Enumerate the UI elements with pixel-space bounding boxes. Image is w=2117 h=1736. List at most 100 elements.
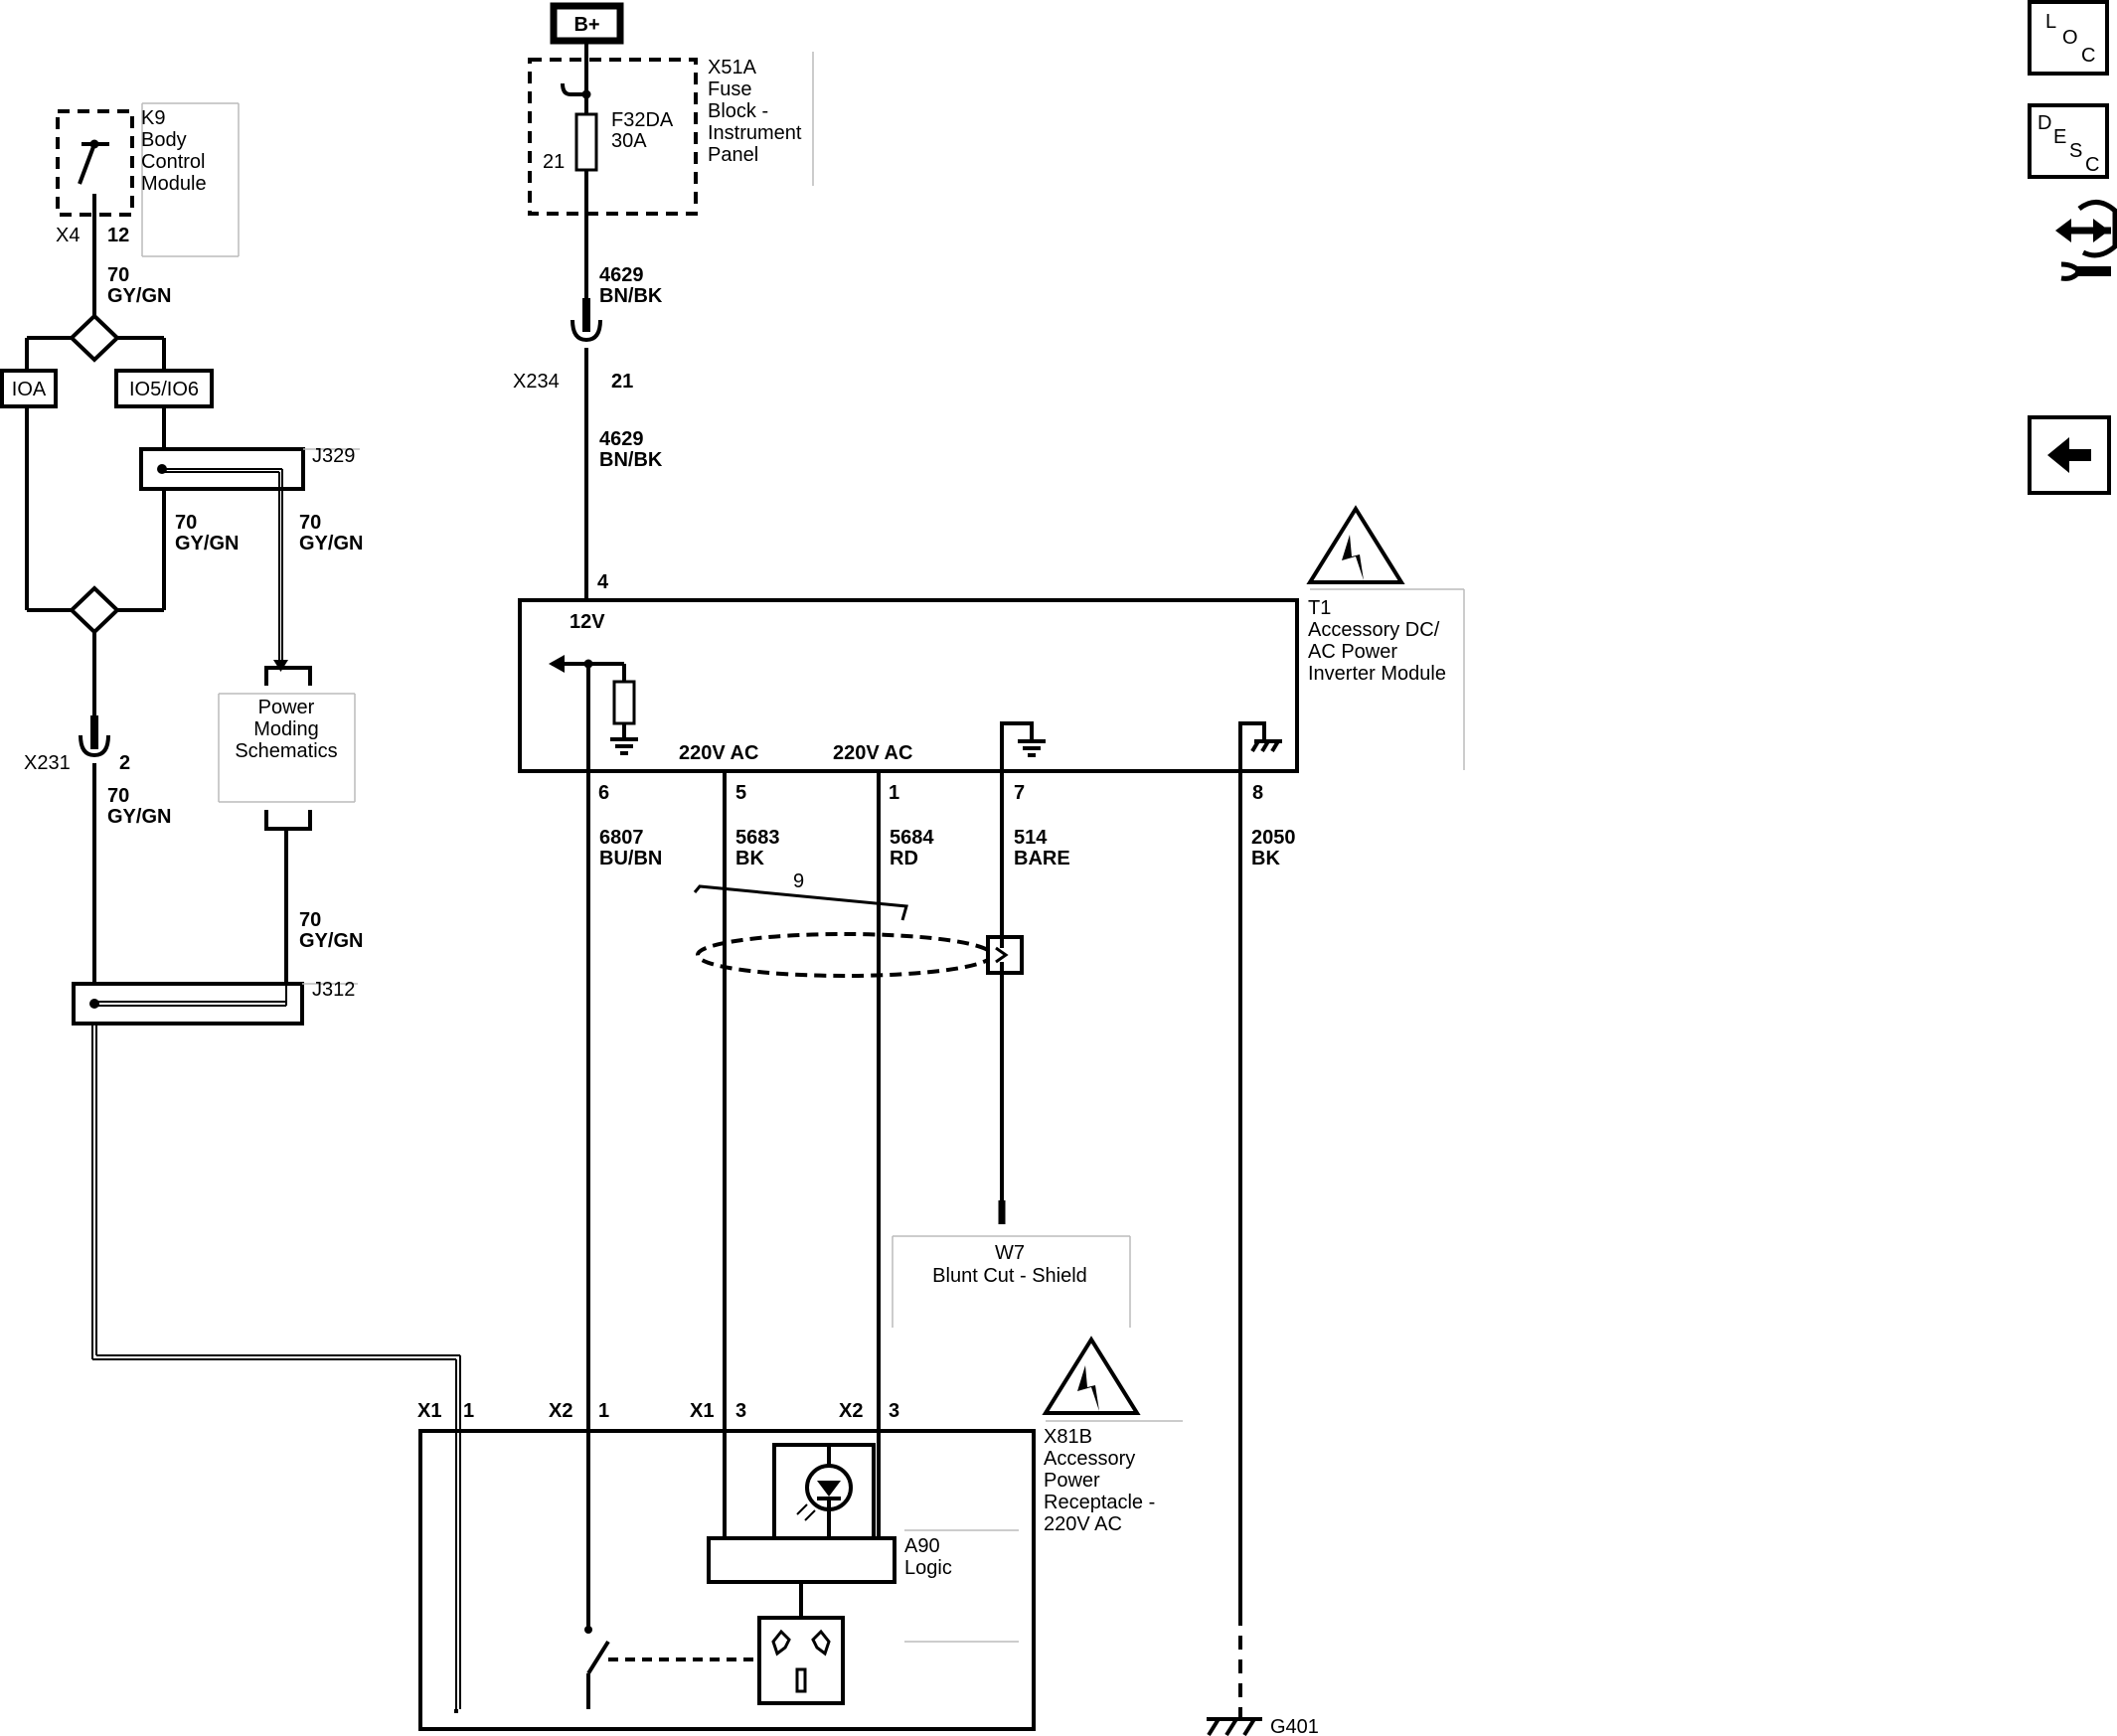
high-voltage-warning-icon [1306,505,1405,584]
wire-2050-circuit: 2050 [1251,827,1296,849]
option-diamond-top [69,313,120,363]
receptacle-conn-3: X1 [690,1400,714,1422]
fuse-block-name-1: Fuse [708,79,751,100]
location-button[interactable]: L O C [2028,0,2109,76]
fuse-block-name-4: Panel [708,144,758,166]
receptacle-conn-2: X2 [549,1400,572,1422]
desc-letter-1: D [2037,112,2051,134]
desc-letter-3: S [2069,140,2082,162]
ground-ref: G401 [1270,1716,1319,1736]
inverter-ac-label-1: 220V AC [679,742,758,764]
wire-5683-circuit: 5683 [735,827,780,849]
connector-x234: X234 21 [513,298,633,393]
fuse-block: 21 F32DA 30A X51A Fuse Block - Instrumen… [528,52,814,216]
bcm-name-1: Body [141,129,187,151]
wire-4629-color: BN/BK [599,285,663,307]
battery-positive: B+ [550,2,624,45]
inverter-ref: T1 [1308,597,1331,619]
splice-j329: J329 [139,445,360,491]
shield-ref: W7 [995,1242,1025,1264]
bcm-connector: X4 [56,225,80,246]
wire-5684-circuit: 5684 [890,827,934,849]
receptacle-conn-4: X2 [839,1400,863,1422]
wire-2050-color: BK [1251,848,1280,869]
wire-4629b-color: BN/BK [599,449,663,471]
wire-70c-circuit: 70 [299,512,321,534]
loc-letter-1: L [2045,11,2056,33]
twisted-pair-count: 9 [793,870,804,892]
wire-70b-color: GY/GN [175,533,239,554]
wire-70a-color: GY/GN [107,285,171,307]
option-ioa: IOA [0,369,58,408]
connector-view-icon[interactable] [2055,200,2117,281]
description-button[interactable]: D E S C [2028,103,2109,179]
inverter-name-1: Accessory DC/ [1308,619,1440,641]
wire-70e-color: GY/GN [107,806,171,828]
power-moding-line-2: Moding [253,718,319,740]
x231-name: X231 [24,752,71,774]
bcm-ref: K9 [141,107,165,129]
outlet-icon [757,1616,845,1705]
logic-module [707,1536,896,1584]
receptacle-pin-1: 1 [463,1400,474,1422]
wire-5684-color: RD [890,848,918,869]
logic-ref: A90 [904,1535,940,1557]
fuse-block-name-3: Instrument [708,122,802,144]
inverter-pin-top: 4 [597,571,609,593]
bcm-pin: 12 [107,225,129,246]
fuse-block-connector: X51A [708,57,757,79]
wire-70a-circuit: 70 [107,264,129,286]
shield-desc: Blunt Cut - Shield [932,1265,1087,1287]
connector-x231: X231 2 [24,715,130,774]
x231-pin: 2 [119,752,130,774]
ground-g401: G401 [1207,1716,1319,1736]
accessory-receptacle: X81B Accessory Power Receptacle - 220V A… [417,1336,1183,1731]
back-button[interactable] [2028,415,2111,495]
wire-70c-color: GY/GN [299,533,363,554]
bcm-name-2: Control [141,151,205,173]
wire-514-circuit: 514 [1014,827,1048,849]
receptacle-name-4: 220V AC [1044,1513,1122,1535]
option-ioa-label: IOA [12,379,47,400]
wire-6807-color: BU/BN [599,848,662,869]
option-io5-label: IO5/IO6 [129,379,199,400]
body-control-module: K9 Body Control Module X4 12 [56,102,240,257]
j312-label: J312 [312,979,355,1001]
inverter-name-2: AC Power [1308,641,1397,663]
wire-70e-circuit: 70 [107,785,129,807]
inverter-pin-1: 1 [889,782,899,804]
receptacle-pin-2: 1 [598,1400,609,1422]
inverter-input-label: 12V [570,611,605,633]
loc-letter-3: C [2081,45,2095,67]
wire-6807-circuit: 6807 [599,827,644,849]
power-moding-reference[interactable]: Power Moding Schematics [218,666,356,831]
back-arrow-icon [2047,437,2091,473]
j329-label: J329 [312,445,355,467]
loc-letter-2: O [2062,27,2078,49]
fuse-pin: 21 [543,151,565,173]
logic-name: Logic [904,1557,952,1579]
inverter-pin-6: 6 [598,782,609,804]
wire-70d-circuit: 70 [299,909,321,931]
fuse-name: F32DA [611,109,674,131]
power-moding-line-1: Power [258,697,315,718]
receptacle-name-1: Accessory [1044,1448,1135,1470]
battery-label: B+ [573,14,599,36]
receptacle-pin-4: 3 [889,1400,899,1422]
wire-514-color: BARE [1014,848,1070,869]
receptacle-ref: X81B [1044,1426,1092,1448]
inverter-module: T1 Accessory DC/ AC Power Inverter Modul… [518,505,1465,804]
high-voltage-warning-icon-2 [1042,1336,1141,1415]
power-moding-line-3: Schematics [235,740,337,762]
x234-name: X234 [513,371,560,393]
resistor-icon [612,680,636,725]
receptacle-pin-3: 3 [735,1400,746,1422]
receptacle-name-2: Power [1044,1470,1100,1492]
inverter-ac-label-2: 220V AC [833,742,912,764]
inverter-pin-7: 7 [1014,782,1025,804]
option-io5-io6: IO5/IO6 [114,369,214,408]
x234-pin: 21 [611,371,633,393]
bcm-name-3: Module [141,173,207,195]
splice-j312: J312 [72,979,358,1026]
wire-4629b-circuit: 4629 [599,428,644,450]
